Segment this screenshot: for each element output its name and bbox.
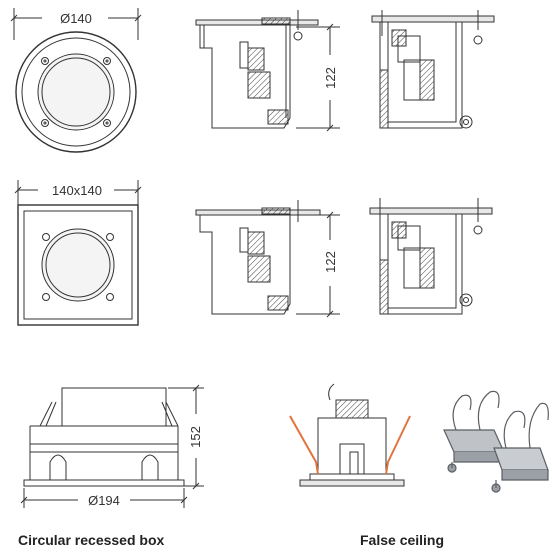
box-height-dimension: [168, 384, 204, 490]
square-side-view-a: [195, 200, 321, 315]
false-ceiling-clips: [443, 390, 549, 493]
square-height-dimension: [296, 211, 340, 318]
square-height-label: 122: [323, 251, 338, 273]
square-size-dimension: [14, 180, 142, 205]
recessed-box-drawing: [23, 387, 185, 487]
round-height-dimension: [296, 23, 340, 132]
square-side-view-b: [369, 198, 493, 315]
recessed-box-caption: Circular recessed box: [18, 532, 165, 548]
box-diameter-label: Ø194: [88, 493, 120, 508]
round-diameter-label: Ø140: [60, 11, 92, 26]
square-size-label: 140x140: [52, 183, 102, 198]
round-height-label: 122: [323, 67, 338, 89]
round-side-view-a: [195, 10, 319, 129]
round-diameter-dimension: [10, 8, 142, 40]
false-ceiling-section: [299, 383, 405, 487]
box-diameter-dimension: [20, 488, 188, 508]
round-side-view-b: [371, 10, 495, 129]
box-height-label: 152: [188, 426, 203, 448]
spring-clips-orange: [289, 415, 411, 475]
round-top-view: [15, 31, 137, 153]
false-ceiling-caption: False ceiling: [360, 532, 445, 548]
square-top-view: [17, 204, 139, 326]
